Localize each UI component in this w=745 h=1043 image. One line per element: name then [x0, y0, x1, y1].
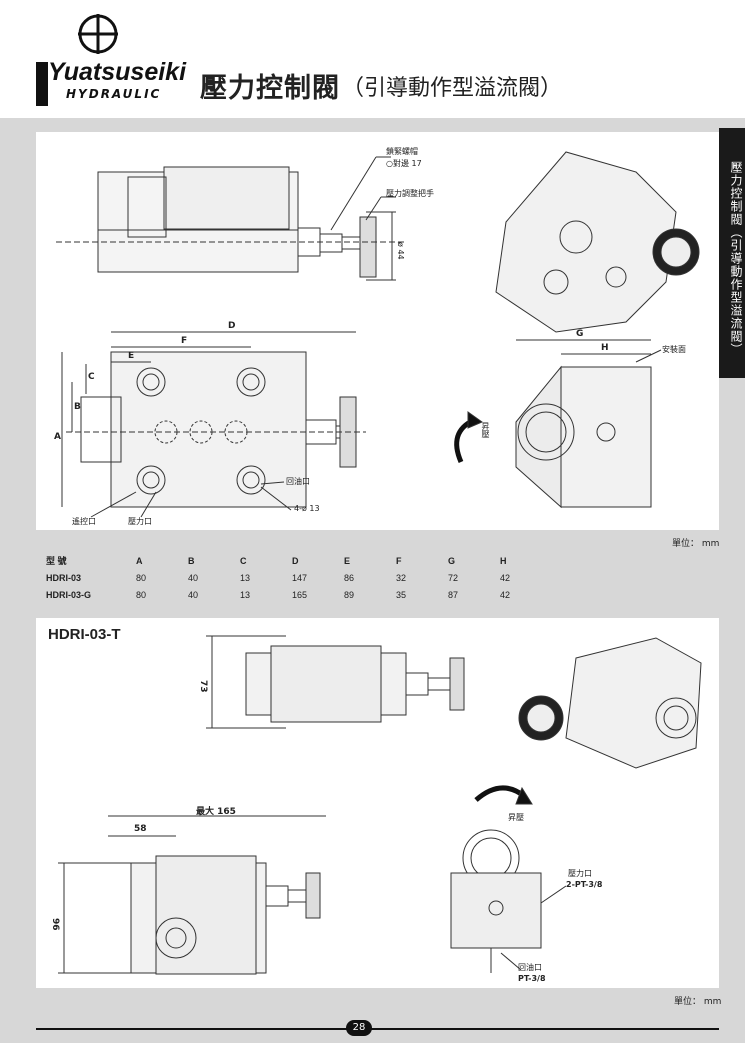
table-row: HDRI-03-G 80 40 13 165 89 35 87 42: [46, 586, 552, 603]
dim-C: C: [88, 372, 95, 382]
label-return-thread: PT-3/8: [518, 974, 546, 983]
table-header: 型 號: [46, 556, 67, 566]
logo-mark-icon: [36, 14, 118, 106]
label-return-port-b: 回油口: [518, 963, 542, 972]
dim-max165: 最大 165: [196, 807, 236, 817]
dim-73: 73: [198, 680, 208, 693]
page-number: 28: [346, 1020, 372, 1036]
table-cell: 35: [396, 589, 407, 600]
dim-E: E: [128, 351, 135, 361]
table-cell: 87: [448, 589, 459, 600]
table-header: C: [240, 555, 247, 566]
table-cell-model: HDRI-03: [46, 572, 82, 583]
table-cell: 80: [136, 589, 147, 600]
brand-logo: [34, 8, 184, 112]
table-cell: 147: [292, 572, 308, 583]
page-title: 壓力控制閥: [200, 73, 340, 104]
dim-96: 96: [50, 918, 60, 931]
dim-F: F: [181, 336, 188, 346]
table-header: G: [448, 555, 456, 566]
table-row: HDRI-03 80 40 13 147 86 32 72 42: [46, 569, 552, 586]
side-tab: 壓力控制閥（引導動作型溢流閥）: [719, 128, 745, 378]
dim-B: B: [74, 402, 81, 412]
table-cell: 42: [500, 572, 511, 583]
dim-H: H: [601, 343, 609, 353]
unit-label-top: 單位： mm: [672, 539, 720, 549]
table-cell: 13: [240, 589, 251, 600]
table-cell: 86: [344, 572, 355, 583]
dim-G: G: [576, 329, 584, 339]
bottom-drawing-svg: [58, 635, 702, 975]
label-mount-face: 安裝面: [662, 345, 686, 354]
label-pressure-port-b: 壓力口: [568, 869, 592, 878]
table-cell: 165: [292, 589, 308, 600]
spec-table: 型 號 A B C D E F G H HDRI-03 80 40 13 147…: [46, 552, 552, 603]
table-header: A: [136, 555, 143, 566]
label-across-flats: ○對邊 17: [386, 159, 422, 168]
label-adjust-handle: 壓力調整把手: [386, 189, 434, 198]
label-return-port: 回油口: [286, 477, 310, 486]
table-cell: 89: [344, 589, 355, 600]
table-header: F: [396, 555, 402, 566]
label-lock-nut: 鎖緊螺帽: [386, 147, 418, 156]
dim-A: A: [54, 432, 61, 442]
table-cell: 40: [188, 589, 199, 600]
label-pressure-thread: 2-PT-3/8: [566, 880, 603, 889]
spec-table-wrap: 型 號 A B C D E F G H HDRI-03 80 40 13 147…: [46, 552, 552, 603]
table-header: B: [188, 555, 195, 566]
dim-58: 58: [134, 824, 147, 834]
table-cell: 32: [396, 572, 407, 583]
table-header-row: 型 號 A B C D E F G H: [46, 552, 552, 569]
table-header: H: [500, 555, 507, 566]
table-cell-model: HDRI-03-G: [46, 589, 92, 600]
model-title: HDRI-03-T: [48, 626, 121, 643]
table-header: E: [344, 555, 351, 566]
table-cell: 13: [240, 572, 251, 583]
bottom-drawing-panel: HDRI-03-T 73 最大 165 58 96 昇壓 壓力口 2-PT-3/…: [36, 618, 719, 988]
table-cell: 72: [448, 572, 459, 583]
label-dia44: ø 44: [396, 242, 405, 260]
page-subtitle: （引導動作型溢流閥）: [342, 76, 563, 101]
label-holes: 4-ø 13: [294, 504, 320, 513]
table-cell: 80: [136, 572, 147, 583]
label-rise-pressure-b: 昇壓: [508, 813, 524, 822]
dim-D: D: [228, 321, 236, 331]
top-drawing-panel: 鎖緊螺帽 ○對邊 17 壓力調整把手 ø 44 D F E C B A G H …: [36, 132, 719, 530]
brand-name: Yuatsuseiki: [48, 58, 187, 86]
table-header: D: [292, 555, 299, 566]
label-remote-port: 遙控口: [72, 517, 96, 526]
footer-line: [36, 1028, 719, 1030]
label-rise-pressure: 昇壓: [481, 422, 490, 438]
table-cell: 42: [500, 589, 511, 600]
unit-label-bottom: 單位： mm: [674, 997, 722, 1007]
brand-sub: HYDRAULIC: [66, 87, 162, 101]
top-drawing-svg: [56, 151, 700, 518]
label-pressure-port: 壓力口: [128, 517, 152, 526]
table-cell: 40: [188, 572, 199, 583]
